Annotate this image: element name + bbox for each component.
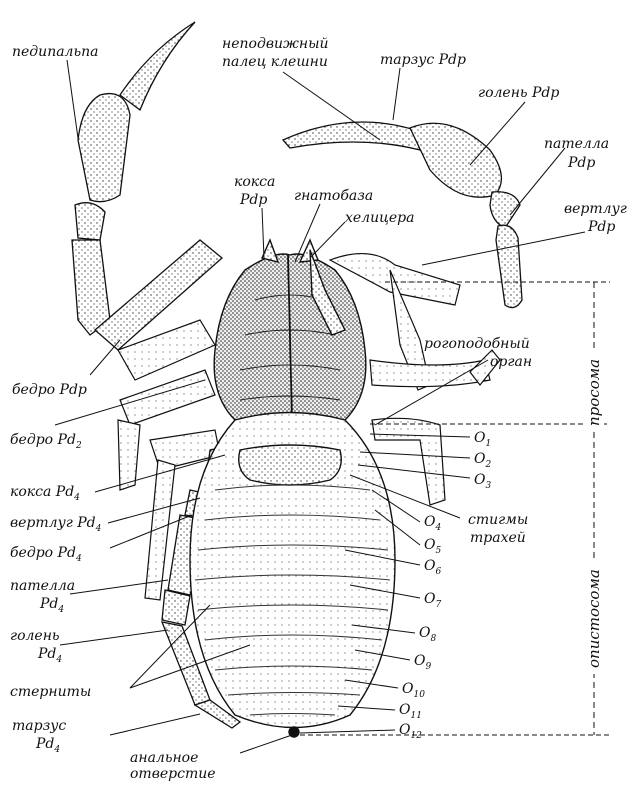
label-trochanter-pdp-line1: вертлуг xyxy=(564,201,627,217)
label-o7: O7 xyxy=(424,591,441,610)
label-o8: O8 xyxy=(419,625,436,644)
right-patella-pdp xyxy=(490,192,520,228)
label-gnathobase: гнатобаза xyxy=(294,188,373,204)
right-femur-pdp xyxy=(496,225,522,307)
label-o4: O4 xyxy=(424,514,441,533)
label-trochanter-pd4: вертлуг Pd4 xyxy=(10,515,102,534)
label-immovable-finger-line1: неподвижный xyxy=(222,36,329,52)
left-tibia-pdp xyxy=(78,94,130,202)
label-o12: O12 xyxy=(399,722,422,741)
label-immovable-finger-line2: палец клешни xyxy=(222,54,328,70)
label-o5: O5 xyxy=(424,537,441,556)
label-stigmata-line1: стигмы xyxy=(468,512,528,528)
label-o1: O1 xyxy=(474,430,491,449)
right-tibia-pdp xyxy=(410,123,501,197)
label-femur-pd2: бедро Pd2 xyxy=(10,432,82,451)
label-chelicera: хелицера xyxy=(345,210,414,226)
label-tarsus-pd4-line2: Pd4 xyxy=(35,736,60,755)
chelicera-left xyxy=(262,240,278,262)
label-pedipalp: педипальпа xyxy=(12,44,98,60)
label-prosoma: просома xyxy=(585,352,604,432)
label-sternites: стерниты xyxy=(10,684,91,700)
genital-plate xyxy=(239,445,342,485)
svg-text:просома: просома xyxy=(585,359,603,426)
label-patella-pdp-line1: пателла xyxy=(544,136,609,152)
label-patella-pdp-line2: Pdp xyxy=(567,155,595,171)
label-opisthosoma: опистосома xyxy=(585,562,604,674)
label-coxa-pd4: кокса Pd4 xyxy=(10,484,80,503)
left-chela-finger xyxy=(120,22,195,110)
left-patella-pdp xyxy=(75,203,105,240)
patella-pd4 xyxy=(162,590,190,625)
opisthosoma-body xyxy=(190,413,395,738)
label-o11: O11 xyxy=(399,702,422,721)
label-patella-pd4-line2: Pd4 xyxy=(39,596,64,615)
label-coxa-pdp-line2: Pdp xyxy=(239,192,267,208)
left-pedipalp xyxy=(72,22,222,350)
left-leg-2-distal xyxy=(118,420,140,490)
label-anal-line2: отверстие xyxy=(130,766,216,782)
label-horn-organ-line2: орган xyxy=(490,354,532,370)
label-tibia-pd4-line1: голень xyxy=(10,628,60,644)
label-tibia-pdp: голень Pdp xyxy=(478,85,559,101)
label-o3: O3 xyxy=(474,472,491,491)
label-stigmata-line2: трахей xyxy=(470,530,526,546)
label-o2: O2 xyxy=(474,451,491,470)
label-coxa-pdp-line1: кокса xyxy=(234,174,275,190)
right-chela-finger xyxy=(283,122,420,150)
label-tarsus-pd4-line1: тарзус xyxy=(12,718,66,734)
label-patella-pd4-line1: пателла xyxy=(10,578,75,594)
label-o10: O10 xyxy=(402,681,425,700)
left-femur-upper xyxy=(72,240,110,335)
label-tarsus-pdp: тарзус Pdp xyxy=(380,52,466,68)
label-tibia-pd4-line2: Pd4 xyxy=(37,646,62,665)
label-o9: O9 xyxy=(414,653,431,672)
label-trochanter-pdp-line2: Pdp xyxy=(587,219,615,235)
label-anal-line1: анальное xyxy=(130,750,198,766)
label-femur-pdp: бедро Pdp xyxy=(12,382,87,398)
svg-text:опистосома: опистосома xyxy=(585,569,603,668)
label-femur-pd4: бедро Pd4 xyxy=(10,545,82,564)
label-horn-organ-line1: рогоподобный xyxy=(424,336,530,352)
label-o6: O6 xyxy=(424,558,441,577)
